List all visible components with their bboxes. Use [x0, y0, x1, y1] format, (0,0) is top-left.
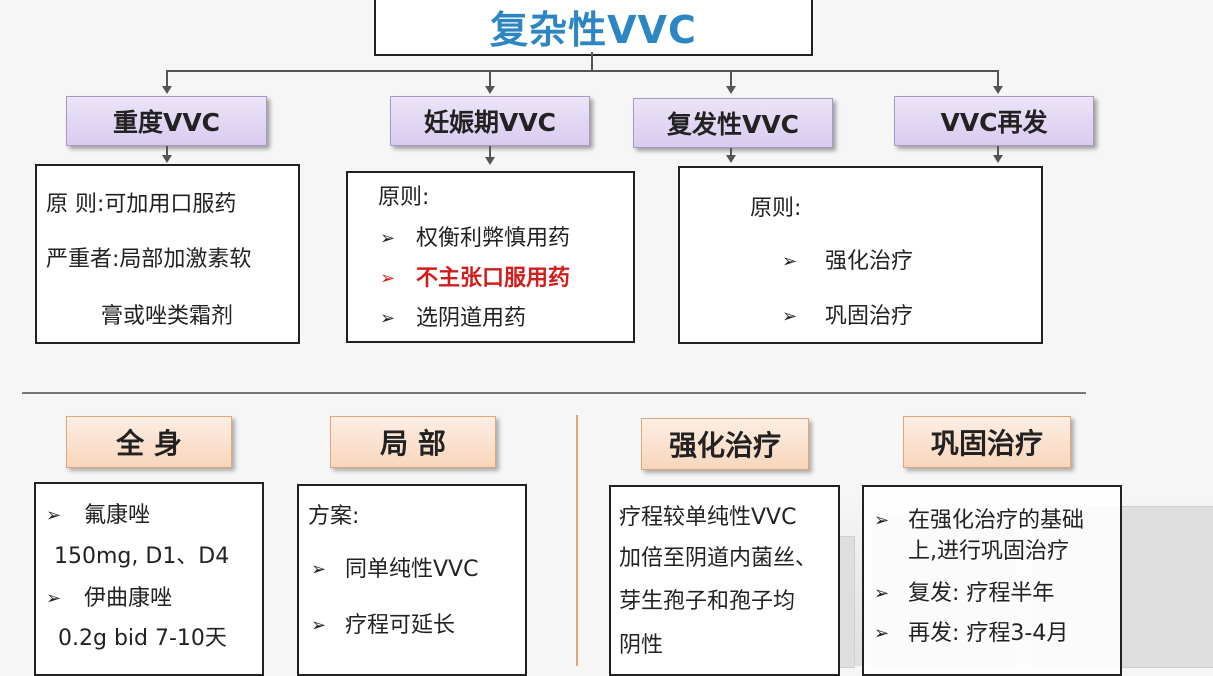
local-heading: 方案:	[308, 504, 360, 529]
severe-line-1: 原 则:可加用口服药	[46, 192, 237, 217]
connector	[489, 146, 491, 157]
bullet-icon: ➢	[46, 588, 62, 609]
pregnancy-item-1: 权衡利弊慎用药	[416, 226, 571, 251]
severe-line-2: 严重者:局部加激素软	[46, 247, 252, 272]
consolidation-item-3: 再发: 疗程3-4月	[908, 621, 1069, 646]
consolidation-item-2: 复发: 疗程半年	[908, 581, 1055, 606]
connector	[997, 146, 999, 155]
category-pregnancy-vvc: 妊娠期VVC	[390, 96, 590, 146]
intensive-line-4: 阴性	[619, 633, 664, 658]
bullet-icon: ➢	[782, 306, 798, 327]
connector	[166, 146, 168, 155]
recurrent-principle-box: 原则: ➢ 强化治疗 ➢ 巩固治疗	[678, 166, 1043, 344]
systemic-detail-box: ➢ 氟康唑 150mg, D1、D4 ➢ 伊曲康唑 0.2g bid 7-10天	[34, 482, 264, 676]
consolidation-detail-box: ➢ 在强化治疗的基础 上,进行巩固治疗 ➢ 复发: 疗程半年 ➢ 再发: 疗程3…	[862, 485, 1122, 676]
bullet-icon: ➢	[380, 268, 396, 289]
arrow-icon	[162, 86, 172, 94]
connector	[591, 52, 593, 70]
connector	[730, 148, 732, 156]
bullet-icon: ➢	[380, 228, 396, 249]
bullet-icon: ➢	[874, 583, 890, 604]
connector	[997, 70, 999, 87]
bullet-icon: ➢	[311, 615, 327, 636]
systemic-dose-2: 0.2g bid 7-10天	[58, 626, 227, 651]
pregnancy-principle-box: 原则: ➢ 权衡利弊慎用药 ➢ 不主张口服用药 ➢ 选阴道用药	[346, 171, 635, 343]
local-item-1: 同单纯性VVC	[345, 557, 479, 582]
bullet-icon: ➢	[46, 505, 62, 526]
bullet-icon: ➢	[874, 623, 890, 644]
connector	[730, 70, 732, 87]
recurrent-item-1: 强化治疗	[825, 249, 914, 274]
category-vvc-relapse: VVC再发	[894, 96, 1094, 146]
systemic-drug-2: 伊曲康唑	[84, 586, 173, 611]
bullet-icon: ➢	[380, 308, 396, 329]
pregnancy-item-2: 不主张口服用药	[416, 266, 571, 291]
arrow-icon	[162, 155, 172, 163]
pregnancy-item-3: 选阴道用药	[416, 306, 527, 331]
systemic-dose-1: 150mg, D1、D4	[54, 544, 230, 569]
arrow-icon	[485, 157, 495, 165]
category-severe-vvc: 重度VVC	[66, 96, 267, 146]
recurrent-heading: 原则:	[750, 196, 802, 221]
severe-line-3: 膏或唑类霜剂	[101, 304, 234, 329]
local-detail-box: 方案: ➢ 同单纯性VVC ➢ 疗程可延长	[297, 484, 527, 676]
bullet-icon: ➢	[782, 251, 798, 272]
connector	[166, 70, 999, 72]
pregnancy-heading: 原则:	[378, 185, 430, 210]
treatment-local: 局 部	[330, 416, 496, 468]
treatment-systemic: 全 身	[66, 416, 232, 468]
arrow-icon	[993, 155, 1003, 163]
vertical-divider	[576, 415, 578, 666]
treatment-intensive: 强化治疗	[641, 418, 809, 470]
intensive-line-1: 疗程较单纯性VVC	[619, 505, 797, 530]
connector	[166, 70, 168, 87]
bullet-icon: ➢	[311, 559, 327, 580]
connector	[489, 70, 491, 87]
arrow-icon	[726, 86, 736, 94]
arrow-icon	[726, 155, 736, 163]
systemic-drug-1: 氟康唑	[84, 503, 151, 528]
local-item-2: 疗程可延长	[345, 613, 456, 638]
arrow-icon	[485, 86, 495, 94]
severe-principle-box: 原 则:可加用口服药 严重者:局部加激素软 膏或唑类霜剂	[35, 164, 300, 344]
intensive-line-3: 芽生孢子和孢子均	[619, 589, 796, 614]
treatment-consolidation: 巩固治疗	[903, 416, 1071, 468]
diagram-title: 复杂性VVC	[374, 0, 813, 56]
intensive-line-2: 加倍至阴道内菌丝、	[619, 546, 818, 571]
category-recurrent-vvc: 复发性VVC	[633, 98, 833, 148]
bullet-icon: ➢	[874, 510, 890, 531]
section-divider	[22, 392, 1086, 394]
consolidation-item-1a: 在强化治疗的基础	[908, 508, 1085, 533]
arrow-icon	[993, 86, 1003, 94]
consolidation-item-1b: 上,进行巩固治疗	[908, 539, 1069, 564]
intensive-detail-box: 疗程较单纯性VVC 加倍至阴道内菌丝、 芽生孢子和孢子均 阴性	[609, 485, 840, 676]
recurrent-item-2: 巩固治疗	[825, 304, 914, 329]
